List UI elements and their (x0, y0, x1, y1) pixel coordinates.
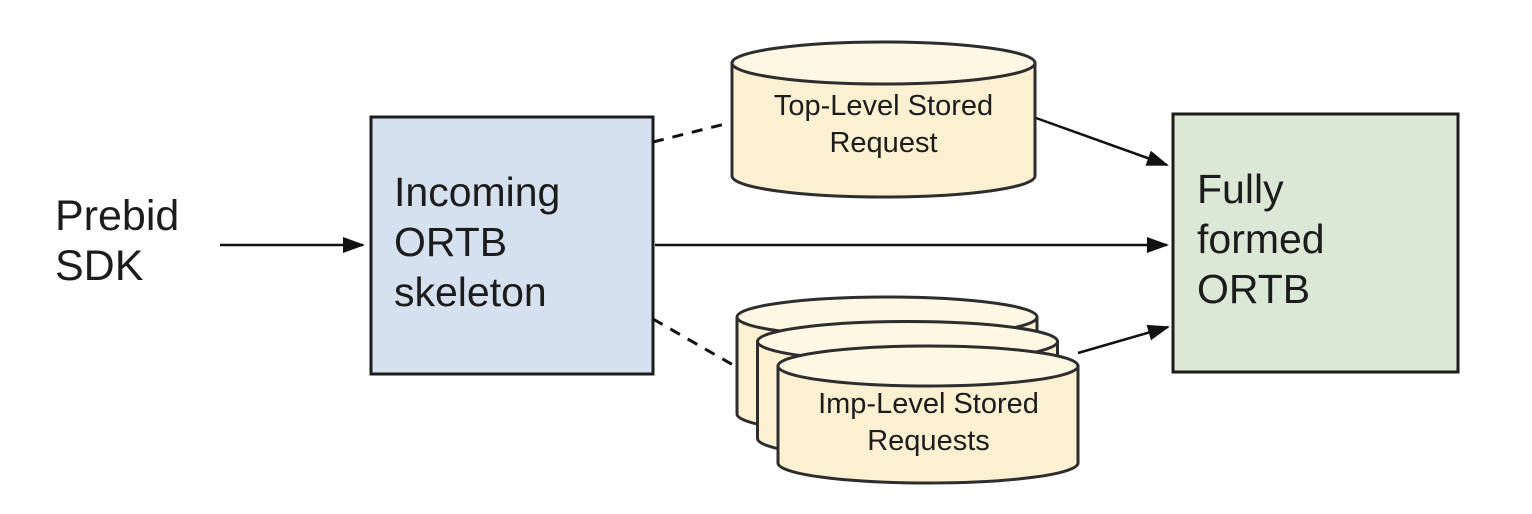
top-stored-request-cylinder (730, 40, 1037, 199)
fully-formed-ortb-box (1171, 112, 1460, 374)
edge-incoming-to-top-stored (652, 121, 730, 144)
imp-stored-requests-cylinder-front (776, 344, 1080, 485)
fully-formed-ortb-label: Fully formed ORTB (1197, 166, 1325, 312)
imp-stored-requests-cylinder-stack (735, 295, 1080, 485)
top-stored-request-cylinder-body (730, 61, 1037, 199)
imp-stored-requests-label: Imp-Level Stored Requests (818, 388, 1039, 457)
incoming-ortb-label: Incoming ORTB skeleton (394, 169, 561, 315)
top-stored-request-cylinder-lid (730, 40, 1037, 86)
prebid-sdk-label: Prebid SDK (55, 192, 180, 290)
top-stored-request-label: Top-Level Stored Request (773, 90, 994, 159)
imp-cylinder-front-lid (776, 344, 1080, 388)
edge-top-stored-to-fully-formed (1035, 116, 1169, 167)
edge-incoming-to-imp-stored (652, 317, 741, 371)
incoming-ortb-box (369, 115, 655, 376)
imp-cylinder-front-body (776, 364, 1080, 485)
edge-imp-stored-to-fully-formed (1077, 324, 1170, 355)
